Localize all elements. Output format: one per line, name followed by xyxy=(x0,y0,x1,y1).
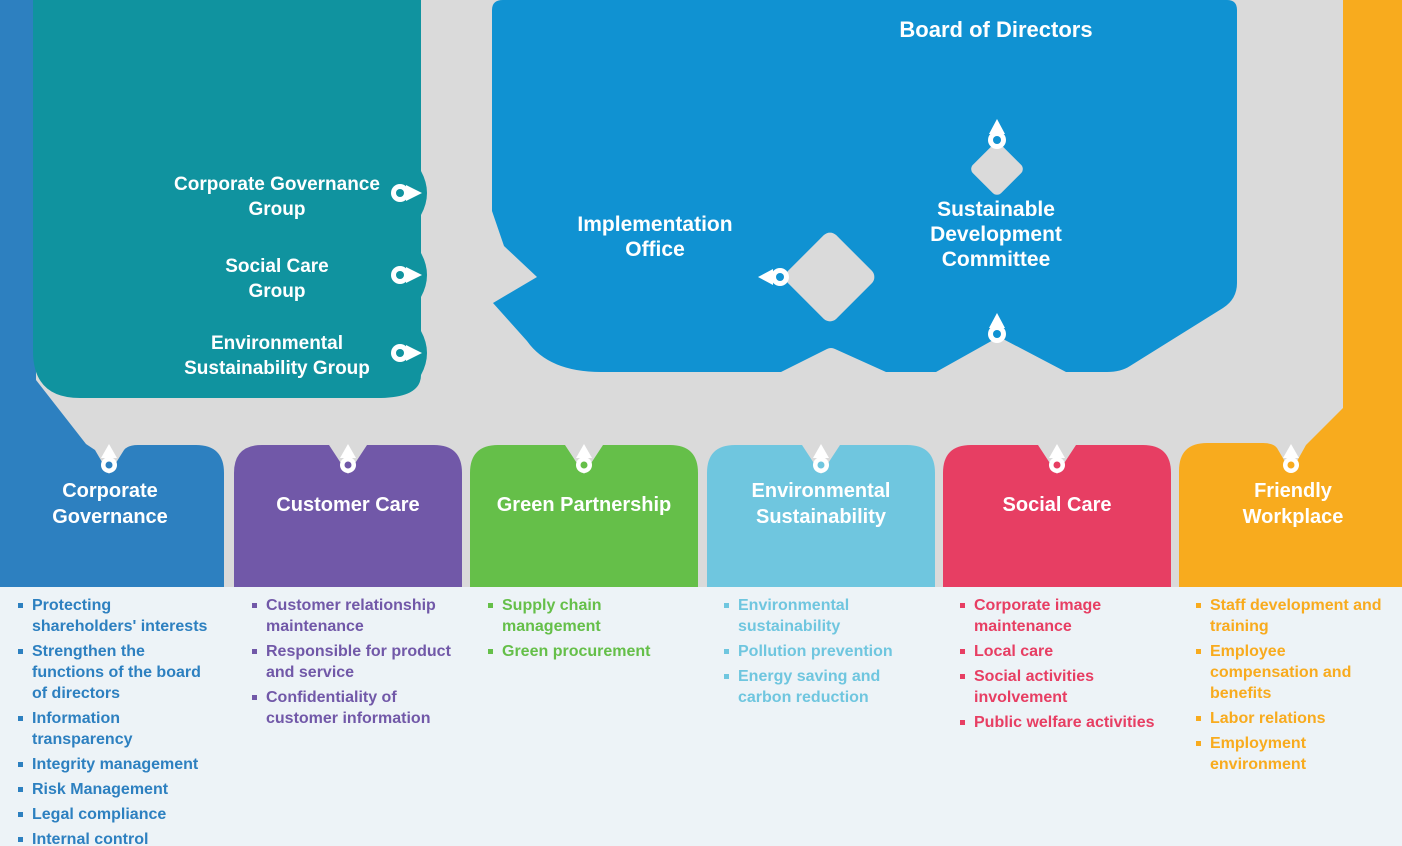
connector-ring-icon xyxy=(1283,444,1299,473)
connector-ring-icon xyxy=(1049,444,1065,473)
connector-ring-icon xyxy=(758,268,789,286)
diamond-connector-icon xyxy=(971,143,1023,195)
connector-ring-icon xyxy=(988,119,1006,149)
list-item: Public welfare activities xyxy=(960,712,1168,733)
board-shape xyxy=(492,0,1237,372)
diamond-connector-icon xyxy=(785,232,875,322)
connector-ring-icon xyxy=(340,444,356,473)
list-item: Information transparency xyxy=(18,708,218,750)
pillar-title-social-care: Social Care xyxy=(1002,494,1112,516)
sustainable-development-committee-label: Sustainable Development Committee xyxy=(930,198,1062,271)
connector-ring-icon xyxy=(391,266,422,284)
pillar-shape-corporate-governance xyxy=(0,0,224,587)
implementation-office-label: Implementation Office xyxy=(577,213,733,261)
pillar-title-corporate-governance: Corporate Governance xyxy=(52,480,168,528)
list-item: Green procurement xyxy=(488,641,688,662)
list-item: Legal compliance xyxy=(18,804,218,825)
pillar-title-green-partnership: Green Partnership xyxy=(496,494,672,516)
list-item: Risk Management xyxy=(18,779,218,800)
list-item: Energy saving and carbon reduction xyxy=(724,666,920,708)
list-item: Corporate image maintenance xyxy=(960,595,1168,637)
connector-ring-icon xyxy=(391,344,422,362)
pillar-shape-customer-care xyxy=(234,445,462,587)
list-item: Local care xyxy=(960,641,1168,662)
connector-ring-icon xyxy=(813,444,829,473)
connector-ring-icon xyxy=(391,184,422,202)
board-of-directors-label: Board of Directors xyxy=(899,17,1093,42)
list-item: Supply chain management xyxy=(488,595,688,637)
list-item: Responsible for product and service xyxy=(252,641,454,683)
connector-ring-icon xyxy=(101,444,117,473)
connector-ring-icon xyxy=(988,313,1006,343)
list-item: Environmental sustainability xyxy=(724,595,920,637)
list-item: Social activities involvement xyxy=(960,666,1168,708)
list-item: Labor relations xyxy=(1196,708,1398,729)
list-item: Customer relationship maintenance xyxy=(252,595,454,637)
lists-background xyxy=(0,587,1402,846)
list-item: Protecting shareholders' interests xyxy=(18,595,218,637)
pillar-title-friendly-workplace: Friendly Workplace xyxy=(1242,480,1344,528)
group-label-corporate-governance: Corporate Governance Group xyxy=(174,174,380,220)
pillar-shape-social-care xyxy=(943,445,1171,587)
list-item: Confidentiality of customer information xyxy=(252,687,454,729)
list-item: Employee compensation and benefits xyxy=(1196,641,1398,704)
list-item: Staff development and training xyxy=(1196,595,1398,637)
list-item: Internal control xyxy=(18,829,218,846)
list-item: Strengthen the functions of the board of… xyxy=(18,641,218,704)
connector-ring-icon xyxy=(576,444,592,473)
list-item: Integrity management xyxy=(18,754,218,775)
pillar-shape-green-partnership xyxy=(470,445,698,587)
list-item: Employment environment xyxy=(1196,733,1398,775)
pillar-shape-friendly-workplace xyxy=(1179,0,1402,587)
list-item: Pollution prevention xyxy=(724,641,920,662)
groups-shape xyxy=(33,0,427,398)
pillar-shape-environmental-sustainability xyxy=(707,445,935,587)
pillar-title-environmental-sustainability: Environmental Sustainability xyxy=(751,480,891,528)
group-label-environmental-sustainability: Environmental Sustainability Group xyxy=(184,333,370,379)
pillar-title-customer-care: Customer Care xyxy=(276,494,420,516)
group-label-social-care: Social Care Group xyxy=(225,256,329,302)
